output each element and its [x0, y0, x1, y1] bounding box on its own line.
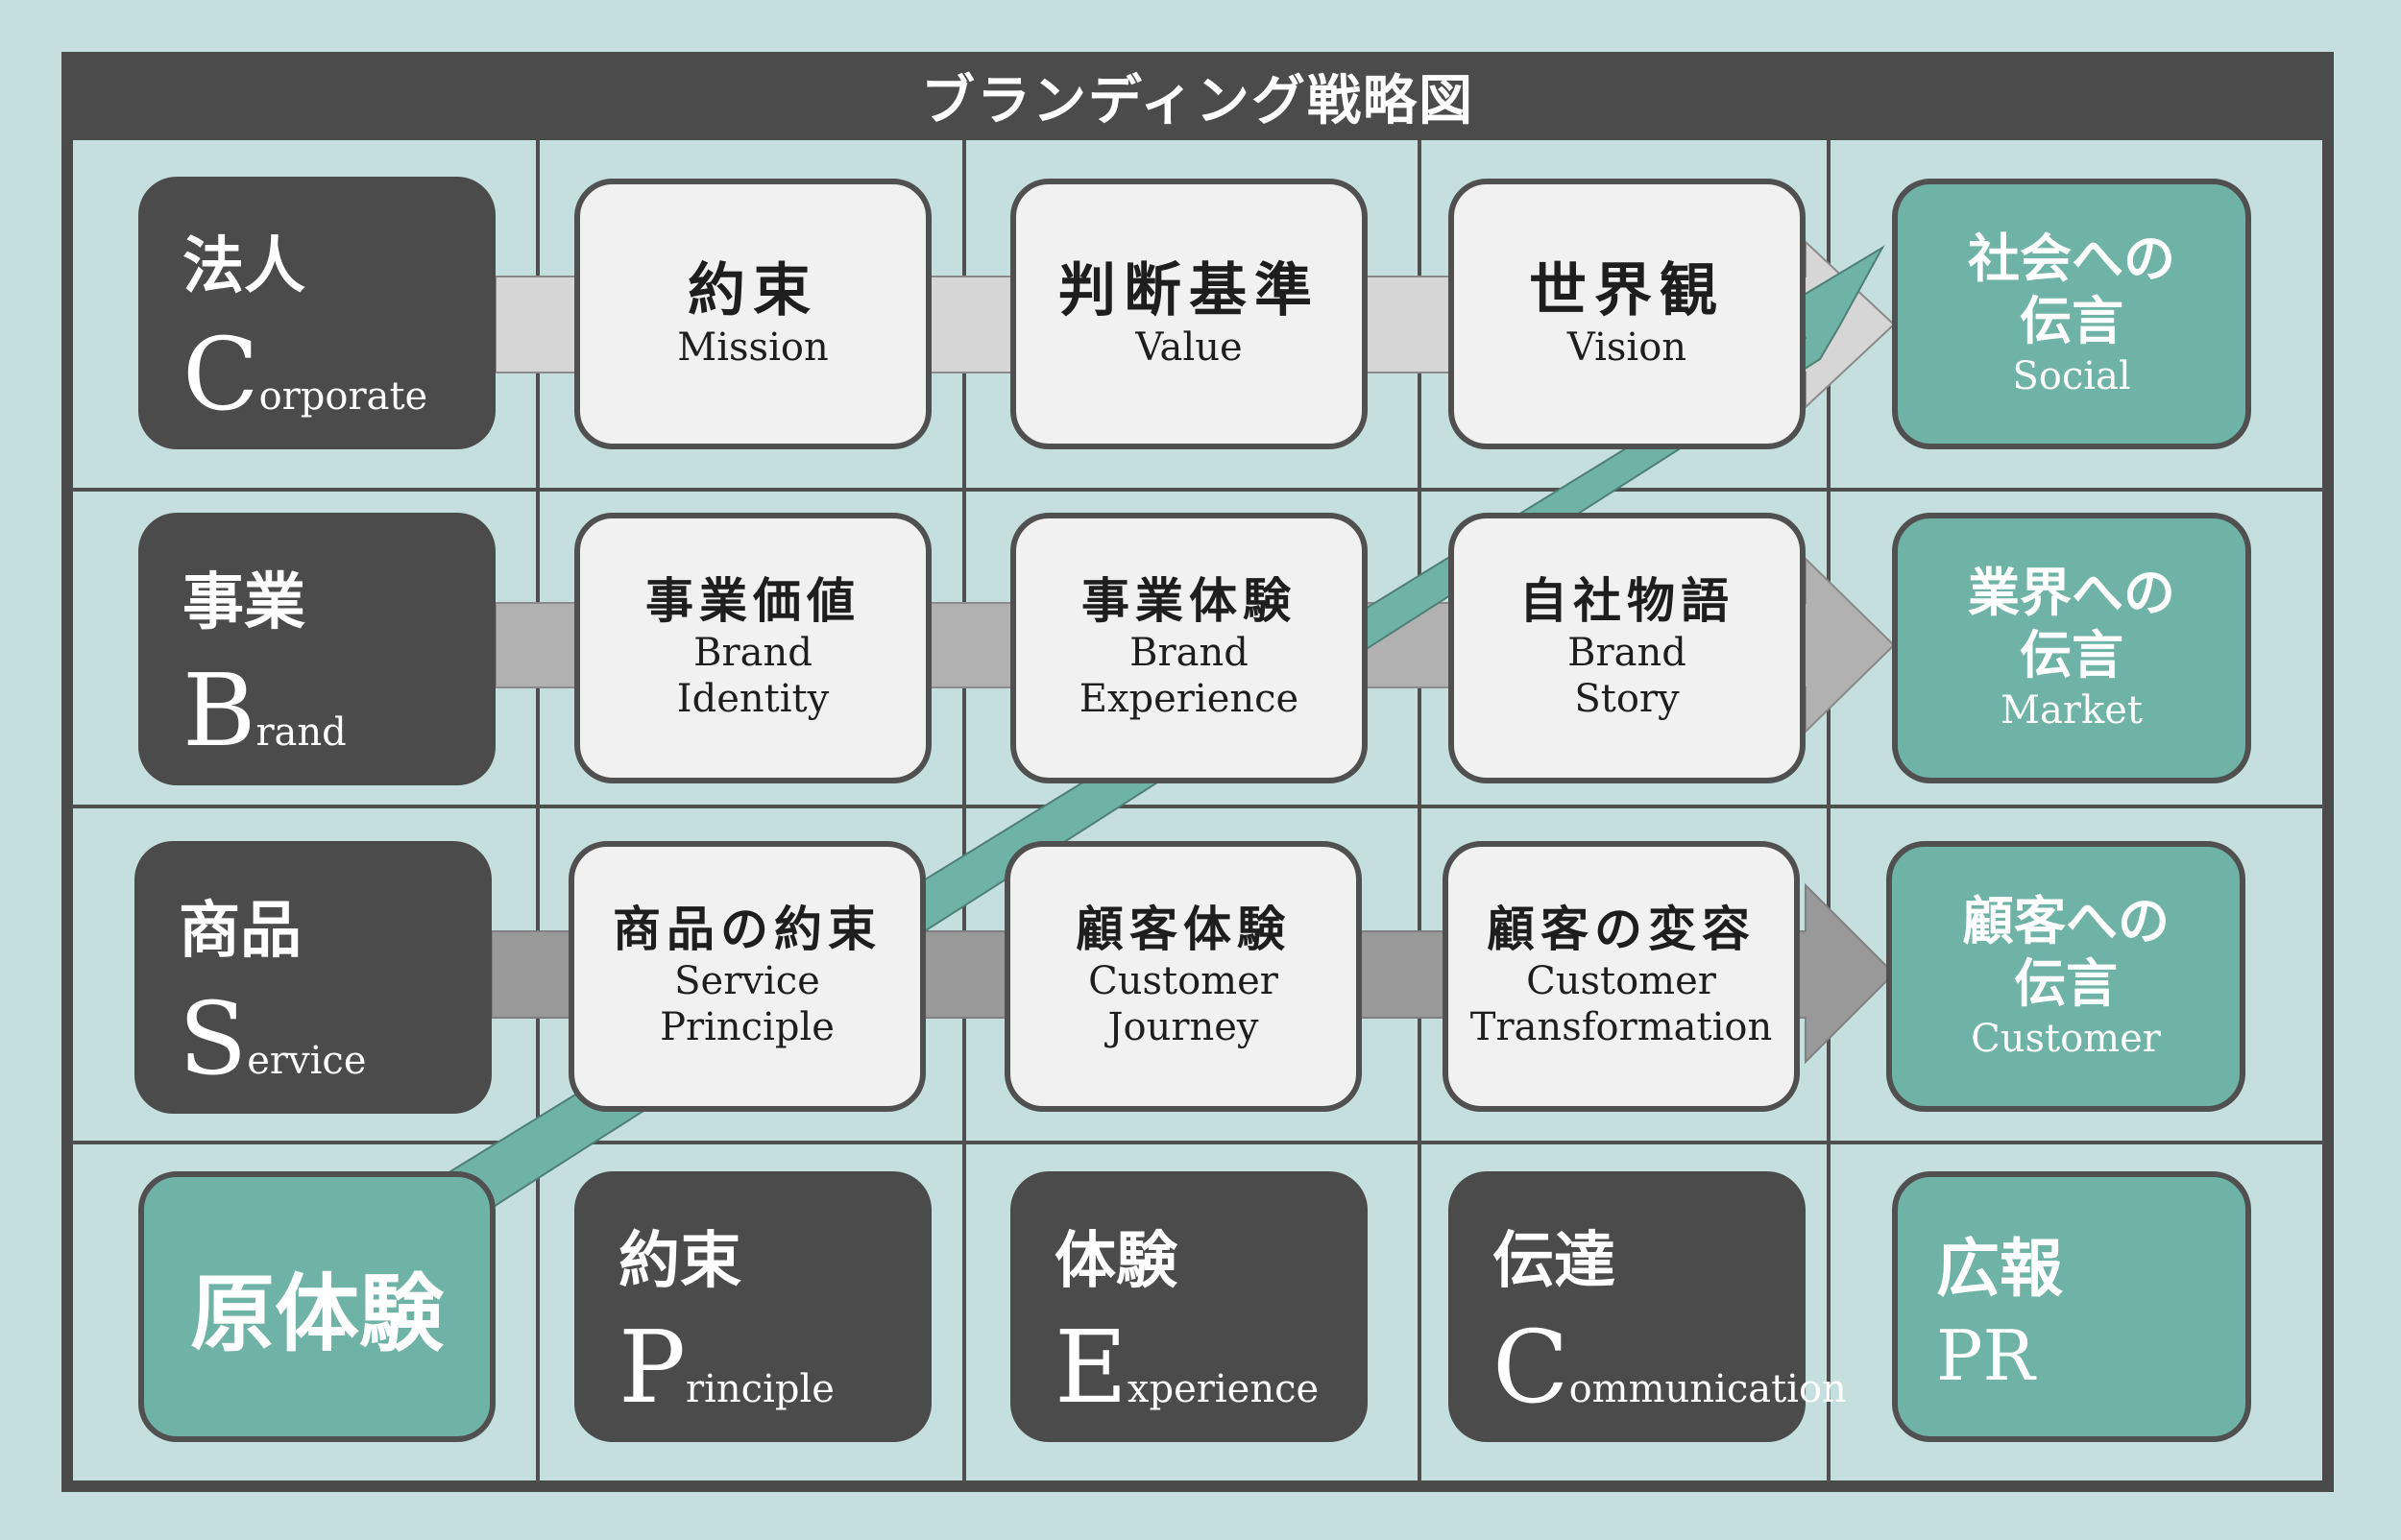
cell-en: Mission	[677, 325, 829, 370]
message-ja: 社会への	[1968, 229, 2175, 290]
cell-brand-experience: 事業体験 Brand Experience	[1010, 513, 1368, 783]
cell-mission: 約束 Mission	[574, 179, 932, 449]
row-label-service: 商品 Service	[134, 841, 492, 1114]
cell-ja: 事業体験	[1081, 573, 1297, 630]
grid-line	[71, 805, 2324, 808]
col-label-en: Principle	[618, 1309, 835, 1426]
col-label-experience: 体験 Experience	[1010, 1171, 1368, 1442]
message-en: Social	[2012, 353, 2131, 398]
cell-en: Brand	[1129, 630, 1249, 675]
cell-ja: 世界観	[1529, 256, 1725, 325]
origin-label: 原体験	[189, 1263, 444, 1363]
message-ja: 伝言	[2020, 291, 2123, 351]
message-market: 業界への 伝言 Market	[1892, 513, 2251, 783]
cell-en: Brand	[1567, 630, 1686, 675]
cell-en: Customer	[1526, 958, 1716, 1003]
row-label-corporate: 法人 Corporate	[138, 177, 496, 449]
col-label-ja: 伝達	[1492, 1226, 1615, 1297]
pr-ja: 広報	[1936, 1232, 2063, 1306]
cell-vision: 世界観 Vision	[1448, 179, 1806, 449]
cell-en: Transformation	[1469, 1004, 1773, 1049]
cell-ja: 自社物語	[1519, 573, 1734, 630]
row-label-en: Brand	[182, 652, 347, 769]
row-label-ja: 法人	[182, 231, 305, 302]
cell-customer-transformation: 顧客の変容 Customer Transformation	[1443, 841, 1800, 1112]
cell-en: Principle	[660, 1004, 835, 1049]
message-ja: 伝言	[2020, 625, 2123, 686]
col-label-principle: 約束 Principle	[574, 1171, 932, 1442]
col-label-en: Experience	[1055, 1309, 1320, 1426]
grid-line	[536, 140, 540, 1482]
cell-ja: 顧客体験	[1076, 902, 1291, 958]
cell-en: Value	[1135, 325, 1243, 370]
grid-line	[71, 488, 2324, 492]
cell-en: Brand	[693, 630, 812, 675]
row-label-brand: 事業 Brand	[138, 513, 496, 785]
col-label-communication: 伝達 Communication	[1448, 1171, 1847, 1442]
cell-ja: 事業価値	[645, 573, 861, 630]
row-label-en: Service	[179, 980, 367, 1097]
message-ja: 業界への	[1968, 563, 2175, 624]
cell-en: Experience	[1079, 676, 1299, 721]
message-ja: 伝言	[2014, 953, 2118, 1014]
cell-en: Story	[1574, 676, 1680, 721]
cell-en: Customer	[1088, 958, 1278, 1003]
col-label-ja: 体験	[1055, 1226, 1177, 1297]
grid-line	[1418, 140, 1421, 1482]
grid-line	[71, 1141, 2324, 1144]
message-social: 社会への 伝言 Social	[1892, 179, 2251, 449]
row-label-en: Corporate	[182, 316, 428, 433]
cell-value: 判断基準 Value	[1010, 179, 1368, 449]
message-en: Customer	[1971, 1016, 2161, 1061]
pr-box: 広報 PR	[1892, 1171, 2251, 1442]
cell-customer-journey: 顧客体験 Customer Journey	[1005, 841, 1362, 1112]
row-label-ja: 事業	[182, 567, 305, 638]
col-label-en: Communication	[1492, 1309, 1847, 1426]
cell-service-principle: 商品の約束 Service Principle	[569, 841, 926, 1112]
cell-brand-identity: 事業価値 Brand Identity	[574, 513, 932, 783]
cell-brand-story: 自社物語 Brand Story	[1448, 513, 1806, 783]
grid-line	[962, 140, 966, 1482]
row-label-ja: 商品	[179, 896, 302, 967]
cell-en: Journey	[1107, 1004, 1259, 1049]
diagram-title: ブランディング戦略図	[61, 52, 2334, 140]
cell-ja: 判断基準	[1058, 256, 1320, 325]
cell-en: Vision	[1566, 325, 1687, 370]
message-ja: 顧客への	[1962, 891, 2170, 952]
cell-en: Identity	[676, 676, 830, 721]
cell-ja: 顧客の変容	[1487, 902, 1756, 958]
pr-en: PR	[1936, 1315, 2035, 1396]
cell-ja: 商品の約束	[613, 902, 882, 958]
origin-experience-box: 原体験	[138, 1171, 496, 1442]
cell-en: Service	[674, 958, 820, 1003]
message-customer: 顧客への 伝言 Customer	[1886, 841, 2245, 1112]
cell-ja: 約束	[688, 256, 818, 325]
grid-line	[1827, 140, 1831, 1482]
message-en: Market	[2001, 687, 2143, 733]
col-label-ja: 約束	[618, 1226, 741, 1297]
